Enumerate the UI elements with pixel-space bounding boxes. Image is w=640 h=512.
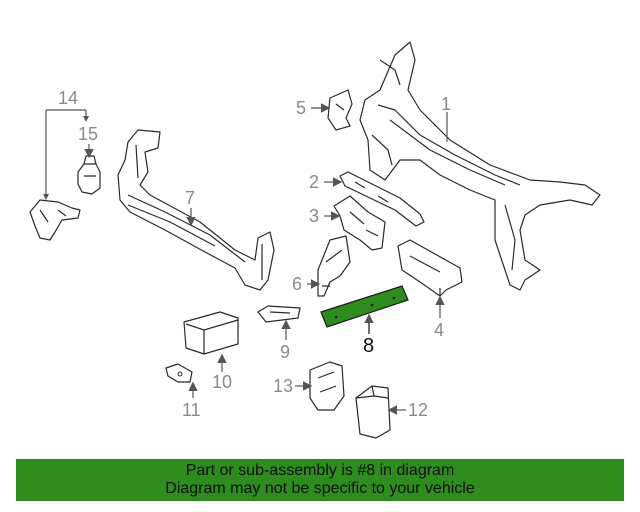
part-9-bracket: [257, 305, 301, 323]
banner-line-2: Diagram may not be specific to your vehi…: [165, 480, 475, 497]
part-7-crossmember: [117, 129, 275, 291]
label-7: 7: [185, 188, 195, 208]
part-5-bracket: [327, 89, 353, 131]
banner-line-1: Part or sub-assembly is #8 in diagram: [185, 462, 455, 479]
label-14: 14: [58, 88, 78, 108]
part-15-sensor: [77, 155, 101, 195]
label-11: 11: [182, 400, 201, 420]
info-banner: Part or sub-assembly is #8 in diagram Di…: [16, 459, 624, 501]
label-8: 8: [363, 335, 374, 357]
part-2-strip: [339, 171, 425, 227]
part-1-radiator-support: [359, 41, 601, 291]
label-4: 4: [434, 320, 444, 340]
part-13-latch: [309, 361, 345, 411]
label-2: 2: [309, 172, 319, 192]
label-10: 10: [212, 372, 232, 392]
label-9: 9: [280, 342, 290, 362]
label-5: 5: [296, 98, 306, 118]
label-13: 13: [273, 376, 293, 396]
part-12-housing: [355, 385, 391, 439]
part-6-bracket: [317, 235, 351, 297]
parts-diagram: 1 5 2 3 4 6 8: [29, 41, 601, 439]
part-11-clip: [165, 363, 193, 383]
part-8-highlighted[interactable]: [320, 285, 409, 328]
label-6: 6: [292, 274, 302, 294]
label-12: 12: [408, 400, 428, 420]
label-15: 15: [78, 124, 98, 144]
part-10-module: [183, 311, 239, 355]
label-3: 3: [309, 206, 319, 226]
part-4-panel: [397, 239, 463, 297]
part-3-bracket: [333, 195, 386, 251]
part-14-harness: [29, 199, 81, 241]
label-1: 1: [441, 94, 451, 114]
